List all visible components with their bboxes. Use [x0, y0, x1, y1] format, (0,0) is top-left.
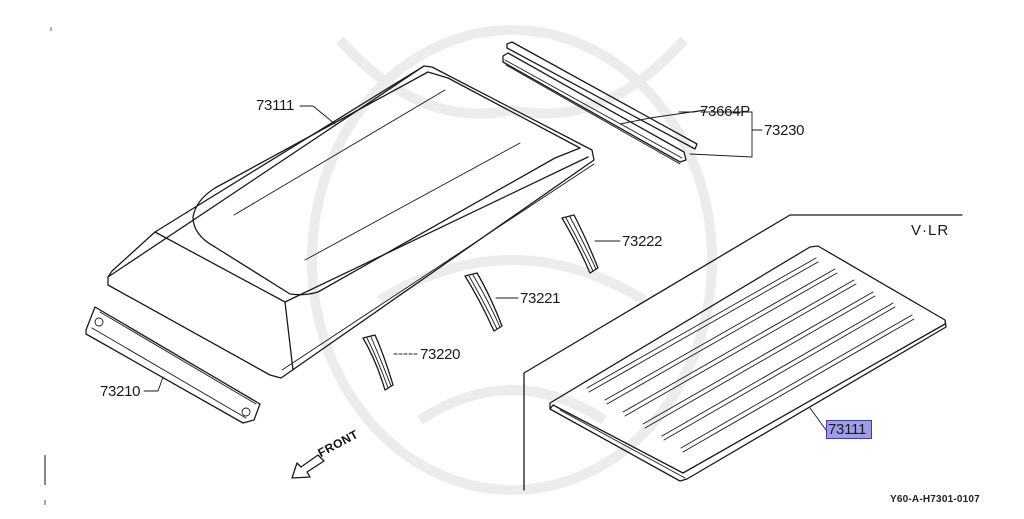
roof-bow-center-drawing[interactable] — [464, 272, 503, 332]
part-label-73220[interactable]: 73220 — [420, 346, 461, 363]
part-label-73222[interactable]: 73222 — [622, 233, 663, 250]
part-label-73111-vlr-highlighted[interactable]: 73111 — [826, 420, 872, 439]
margin-marks — [44, 27, 52, 505]
watermark-emblem — [307, 25, 717, 495]
variant-bracket — [523, 214, 963, 491]
roof-bow-front-drawing[interactable] — [362, 334, 394, 391]
part-label-73664p[interactable]: 73664P — [700, 103, 750, 120]
leader-lines — [143, 105, 827, 431]
drip-rail-drawing[interactable] — [502, 41, 698, 165]
part-label-73210[interactable]: 73210 — [100, 383, 141, 400]
roof-bow-rear-drawing[interactable] — [561, 214, 599, 274]
front-arrow-icon — [291, 454, 325, 479]
part-label-73221[interactable]: 73221 — [520, 290, 561, 307]
variant-label: V·LR — [911, 222, 950, 239]
roof-panel-vlr-drawing[interactable] — [549, 245, 947, 482]
diagram-code: Y60-A-H7301-0107 — [890, 494, 980, 505]
part-label-73230[interactable]: 73230 — [764, 122, 805, 139]
part-label-73111-upper[interactable]: 73111 — [256, 97, 294, 114]
roof-panel-upper-drawing[interactable] — [107, 65, 595, 379]
front-rail-drawing[interactable] — [85, 306, 261, 424]
